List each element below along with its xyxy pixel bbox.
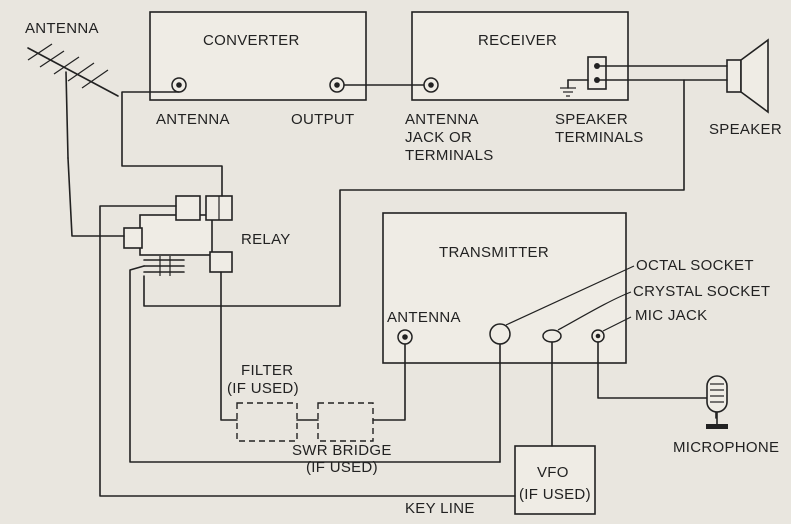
relay-label: RELAY — [241, 231, 291, 248]
mic-jack-leader — [602, 316, 632, 332]
transmitter-antenna-jack — [397, 329, 413, 345]
swr-label-1: SWR BRIDGE — [292, 442, 392, 459]
microphone-icon — [706, 375, 728, 429]
octal-socket-icon — [489, 323, 511, 345]
speaker-terminals-label-2: TERMINALS — [555, 129, 644, 146]
filter-label-1: FILTER — [241, 362, 293, 379]
filter-label-2: (IF USED) — [227, 380, 299, 397]
transmitter-title: TRANSMITTER — [439, 244, 549, 261]
vfo-label-2: (IF USED) — [519, 486, 591, 503]
key-line-label: KEY LINE — [405, 500, 475, 517]
vfo-box — [514, 445, 596, 515]
transmitter-antenna-label: ANTENNA — [387, 309, 461, 326]
vfo-label-1: VFO — [537, 464, 569, 481]
coax-swr-to-transmitter — [372, 343, 406, 421]
relay-control-lead — [129, 265, 501, 463]
mic-jack-icon — [591, 329, 605, 343]
speaker-icon — [726, 38, 769, 114]
antenna-label: ANTENNA — [25, 20, 99, 37]
microphone-label: MICROPHONE — [673, 439, 779, 456]
mic-jack-label: MIC JACK — [635, 307, 707, 324]
speaker-terminals-label-1: SPEAKER — [555, 111, 628, 128]
converter-output-jack — [329, 77, 345, 93]
coax-relay-to-converter — [121, 91, 223, 197]
receiver-jack-label-2: JACK OR — [405, 129, 472, 146]
crystal-socket-leader — [557, 291, 632, 331]
converter-antenna-jack — [171, 77, 187, 93]
speaker-terminal-strip — [587, 56, 607, 90]
receiver-jack-label-1: ANTENNA — [405, 111, 479, 128]
coax-relay-to-filter — [220, 271, 238, 421]
relay-muting-line — [143, 79, 685, 307]
converter-antenna-label: ANTENNA — [156, 111, 230, 128]
filter-box — [236, 402, 298, 442]
octal-socket-leader — [505, 265, 635, 326]
octal-socket-label: OCTAL SOCKET — [636, 257, 754, 274]
antenna-icon — [27, 43, 119, 159]
converter-title: CONVERTER — [203, 32, 300, 49]
ground-icon — [560, 79, 589, 97]
speaker-label: SPEAKER — [709, 121, 782, 138]
antenna-feedline — [67, 157, 125, 237]
crystal-socket-label: CRYSTAL SOCKET — [633, 283, 770, 300]
receiver-antenna-jack — [423, 77, 439, 93]
swr-label-2: (IF USED) — [306, 459, 378, 476]
relay-icon — [123, 195, 233, 276]
converter-output-label: OUTPUT — [291, 111, 354, 128]
receiver-jack-label-3: TERMINALS — [405, 147, 494, 164]
receiver-title: RECEIVER — [478, 32, 557, 49]
crystal-socket-icon — [542, 329, 562, 343]
swr-bridge-box — [317, 402, 374, 442]
key-line-wire — [99, 205, 516, 497]
